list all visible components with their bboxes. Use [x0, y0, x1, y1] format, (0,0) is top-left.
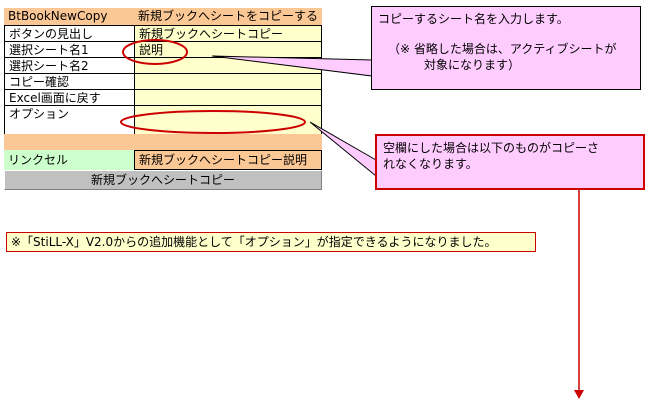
callout-sheet-name-line3: 対象になります） — [424, 58, 521, 72]
callout-sheet-name: コピーするシート名を入力します。 （※ 省略した場合は、アクティブシートが 対象… — [371, 6, 641, 90]
link-cell-label[interactable]: リンクセル — [4, 150, 134, 170]
callout-option-line2: れなくなります。 — [383, 157, 478, 171]
callout-pointer-option — [309, 121, 377, 178]
highlight-ellipse-option — [120, 110, 306, 134]
row-label-sheet-name-2[interactable]: 選択シート名2 — [4, 57, 135, 74]
row-label-copy-confirm[interactable]: コピー確認 — [4, 73, 135, 90]
row-label-sheet-name-1[interactable]: 選択シート名1 — [4, 41, 135, 58]
table-spacer — [4, 134, 322, 150]
callout-pointer-sheet-name — [211, 55, 373, 77]
table-header-value[interactable]: 新規ブックへシートをコピーする — [134, 8, 322, 25]
down-arrow-head — [574, 390, 584, 399]
callout-option: 空欄にした場合は以下のものがコピーさ れなくなります。 — [375, 134, 645, 190]
row-label-button-caption[interactable]: ボタンの見出し — [4, 25, 135, 42]
callout-option-line1: 空欄にした場合は以下のものがコピーさ — [383, 141, 600, 155]
highlight-ellipse-sheet-name — [122, 39, 188, 65]
new-book-copy-button[interactable]: 新規ブックへシートコピー — [4, 170, 322, 190]
callout-sheet-name-line1: コピーするシート名を入力します。 — [378, 12, 569, 26]
version-note: ※「StiLL-X」V2.0からの追加機能として「オプション」が指定できるように… — [6, 232, 536, 252]
callout-sheet-name-line2: （※ 省略した場合は、アクティブシートが — [388, 42, 617, 56]
table-header-name[interactable]: BtBookNewCopy — [4, 8, 134, 25]
link-cell-value[interactable]: 新規ブックへシートコピー説明 — [134, 150, 322, 170]
